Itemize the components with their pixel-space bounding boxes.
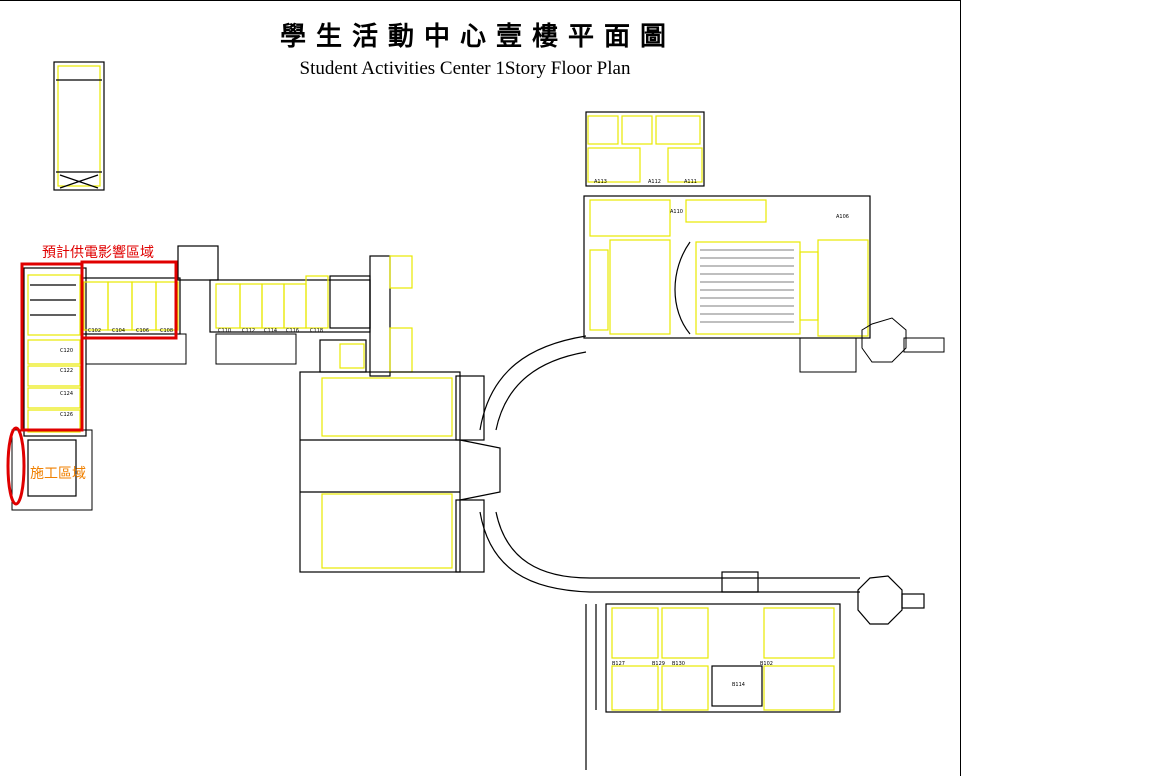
room-code: A111 [684, 179, 697, 185]
room-code: A106 [836, 214, 849, 220]
east-octagon-lower [857, 575, 903, 625]
room-code: C114 [264, 328, 277, 334]
room-code: C112 [242, 328, 255, 334]
room-code: C106 [136, 328, 149, 334]
classroom-row-middle [209, 255, 413, 377]
room-code: C110 [218, 328, 231, 334]
construction-outline [6, 426, 26, 506]
room-code: B130 [672, 661, 685, 667]
east-upper-rooms [585, 111, 705, 187]
room-code: C108 [160, 328, 173, 334]
room-code: C124 [60, 391, 73, 397]
floor-plan-drawing: C120 C122 C124 C126 C102 C104 C106 C108 … [6, 61, 945, 770]
east-octagon-upper [861, 317, 907, 363]
room-code: A112 [648, 179, 661, 185]
power-impact-outline-top [80, 260, 178, 340]
room-code: C116 [286, 328, 299, 334]
room-code: B127 [612, 661, 625, 667]
power-impact-zone-label: 預計供電影響區域 [42, 245, 154, 261]
room-code: B102 [760, 661, 773, 667]
auditorium-seating [700, 249, 794, 323]
room-code: C102 [88, 328, 101, 334]
room-code: A113 [594, 179, 607, 185]
room-code: B129 [652, 661, 665, 667]
floor-plan-title-chinese: 學生活動中心壹樓平面圖 [280, 22, 677, 52]
stairwell-block [53, 61, 105, 191]
floor-plan-title-english: Student Activities Center 1Story Floor P… [299, 58, 631, 79]
south-building [585, 571, 925, 770]
room-code: C122 [60, 368, 73, 374]
construction-zone-label: 施工區域 [30, 466, 86, 482]
curved-corridor [479, 335, 860, 593]
room-code: C118 [310, 328, 323, 334]
floor-plan-page [0, 0, 961, 776]
room-code: C120 [60, 348, 73, 354]
auditorium [583, 195, 871, 339]
room-code: C104 [112, 328, 125, 334]
power-impact-outline-left [20, 262, 84, 432]
room-code: B114 [732, 682, 745, 688]
classroom-row-left [81, 245, 219, 365]
room-code: C126 [60, 412, 73, 418]
central-hall [299, 371, 501, 573]
room-code: A110 [670, 209, 683, 215]
